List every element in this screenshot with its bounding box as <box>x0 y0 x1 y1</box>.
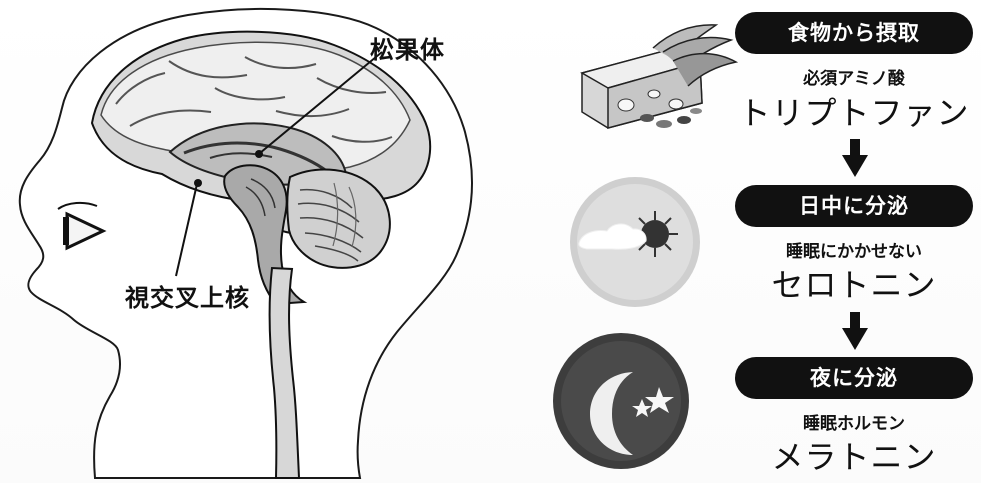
step-night-large-text: メラトニン <box>704 432 981 478</box>
pineal-label: 松果体 <box>370 30 445 65</box>
step-daytime-pill: 日中に分泌 <box>735 185 973 227</box>
step-night-small-text: 睡眠ホルモン <box>735 409 973 434</box>
moon-icon <box>553 333 689 469</box>
down-arrow-icon-2 <box>842 312 868 350</box>
step-food-large-text: トリプトファン <box>704 88 981 134</box>
suprachiasmatic-marker <box>194 179 202 187</box>
step-food-pill: 食物から摂取 <box>735 12 973 54</box>
step-night-pill: 夜に分泌 <box>735 357 973 399</box>
sun-icon <box>570 177 700 307</box>
step-food-small-text: 必須アミノ酸 <box>735 64 973 89</box>
down-arrow-icon-1 <box>842 139 868 177</box>
step-daytime-large-text: セロトニン <box>704 260 981 306</box>
step-daytime-small-text: 睡眠にかかせない <box>735 237 973 262</box>
suprachiasmatic-label: 視交叉上核 <box>125 278 250 313</box>
